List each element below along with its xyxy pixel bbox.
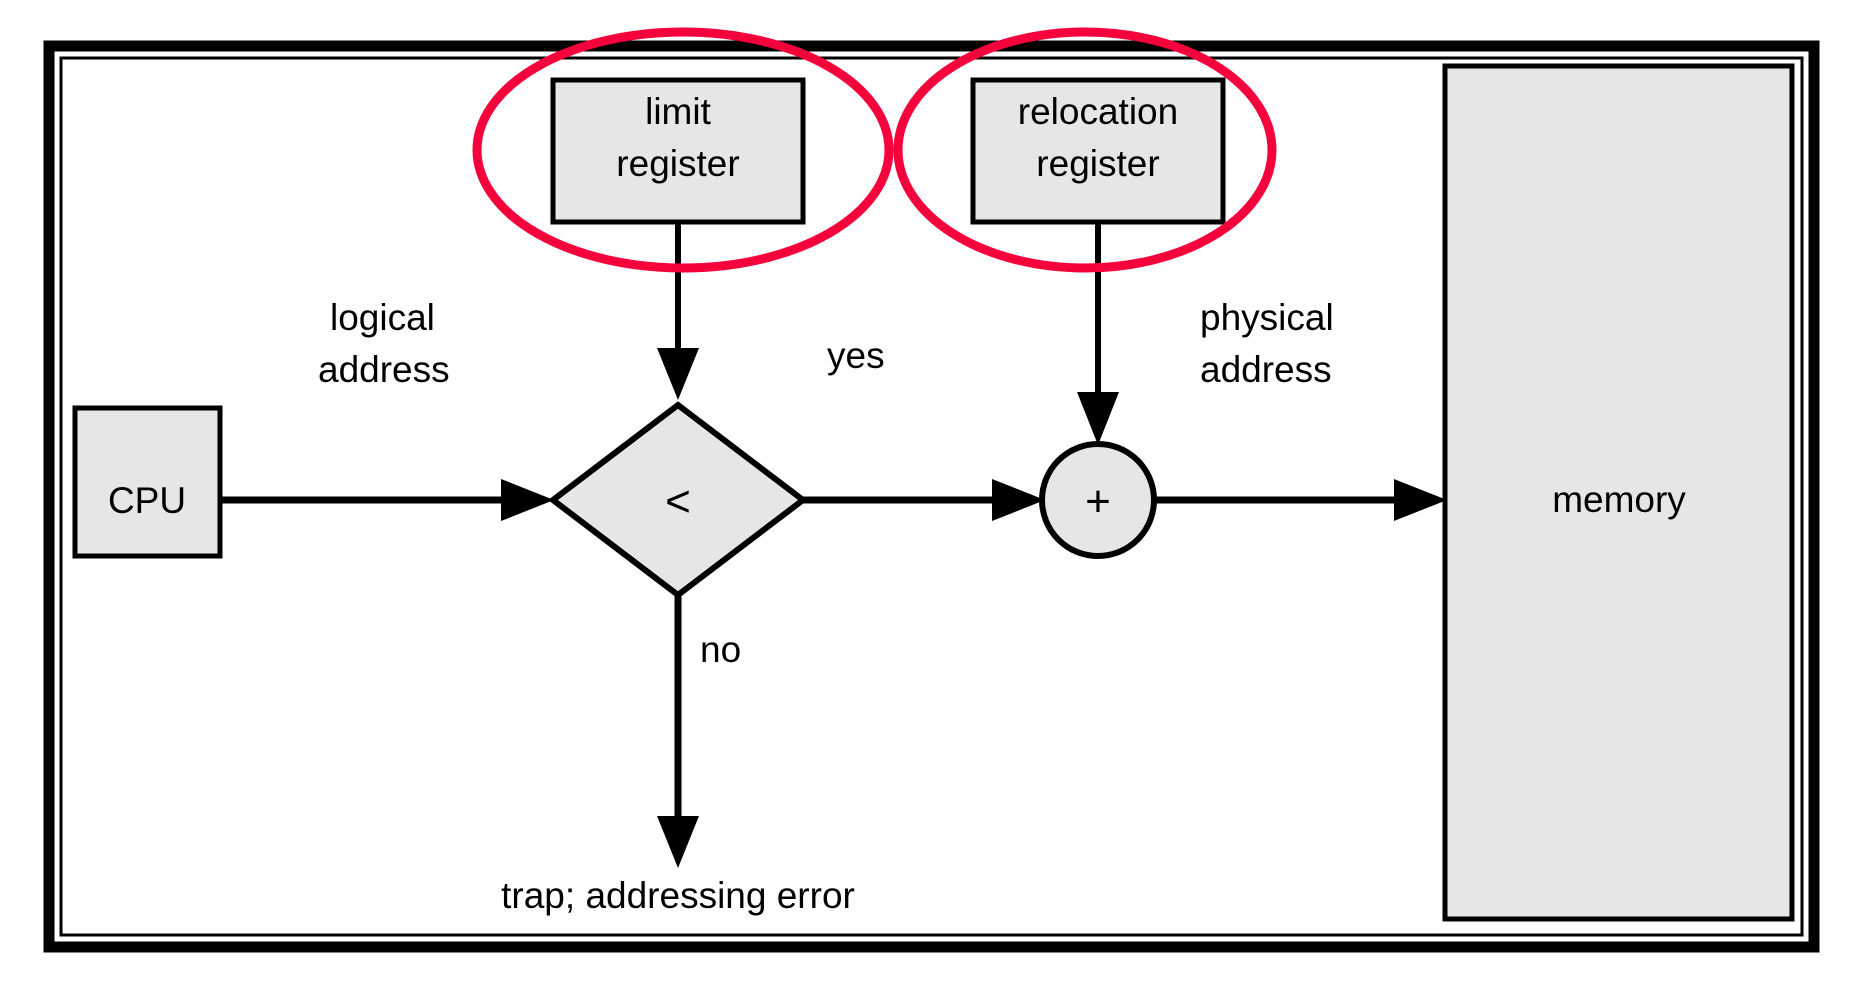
cpu-to-compare-arrowhead <box>501 479 554 521</box>
physical-address-label-line2: address <box>1200 349 1332 390</box>
logical-address-label-line1: logical <box>330 297 435 338</box>
limit-register-label-line2: register <box>616 143 739 184</box>
compare-to-adder-arrowhead <box>992 479 1045 521</box>
adder-to-memory-arrowhead <box>1394 479 1447 521</box>
cpu-label: CPU <box>108 480 186 521</box>
outer-frame-thin <box>59 56 1804 937</box>
compare-operator-label: < <box>665 477 691 526</box>
physical-address-label-line1: physical <box>1200 297 1334 338</box>
yes-label: yes <box>827 335 885 376</box>
cpu-box[interactable] <box>72 405 223 559</box>
no-label: no <box>700 629 741 670</box>
limit-register-label-line1: limit <box>645 91 711 132</box>
trap-error-label: trap; addressing error <box>501 875 855 916</box>
limit-register-highlight-ellipse <box>472 27 894 273</box>
memory-label: memory <box>1552 479 1686 520</box>
relocation-register-label-line1: relocation <box>1018 91 1178 132</box>
adder-operator-label: + <box>1085 477 1111 526</box>
relocation-to-adder-arrowhead <box>1077 392 1119 445</box>
limit-register-box[interactable] <box>550 77 806 225</box>
logical-address-label-line2: address <box>318 349 450 390</box>
relocation-register-highlight-ellipse <box>893 27 1277 273</box>
compare-to-trap-arrowhead <box>657 816 699 868</box>
relocation-register-label-line2: register <box>1036 143 1159 184</box>
limit-to-compare-arrowhead <box>657 348 699 400</box>
outer-frame-thick <box>43 40 1820 953</box>
memory-box[interactable] <box>1442 63 1795 922</box>
